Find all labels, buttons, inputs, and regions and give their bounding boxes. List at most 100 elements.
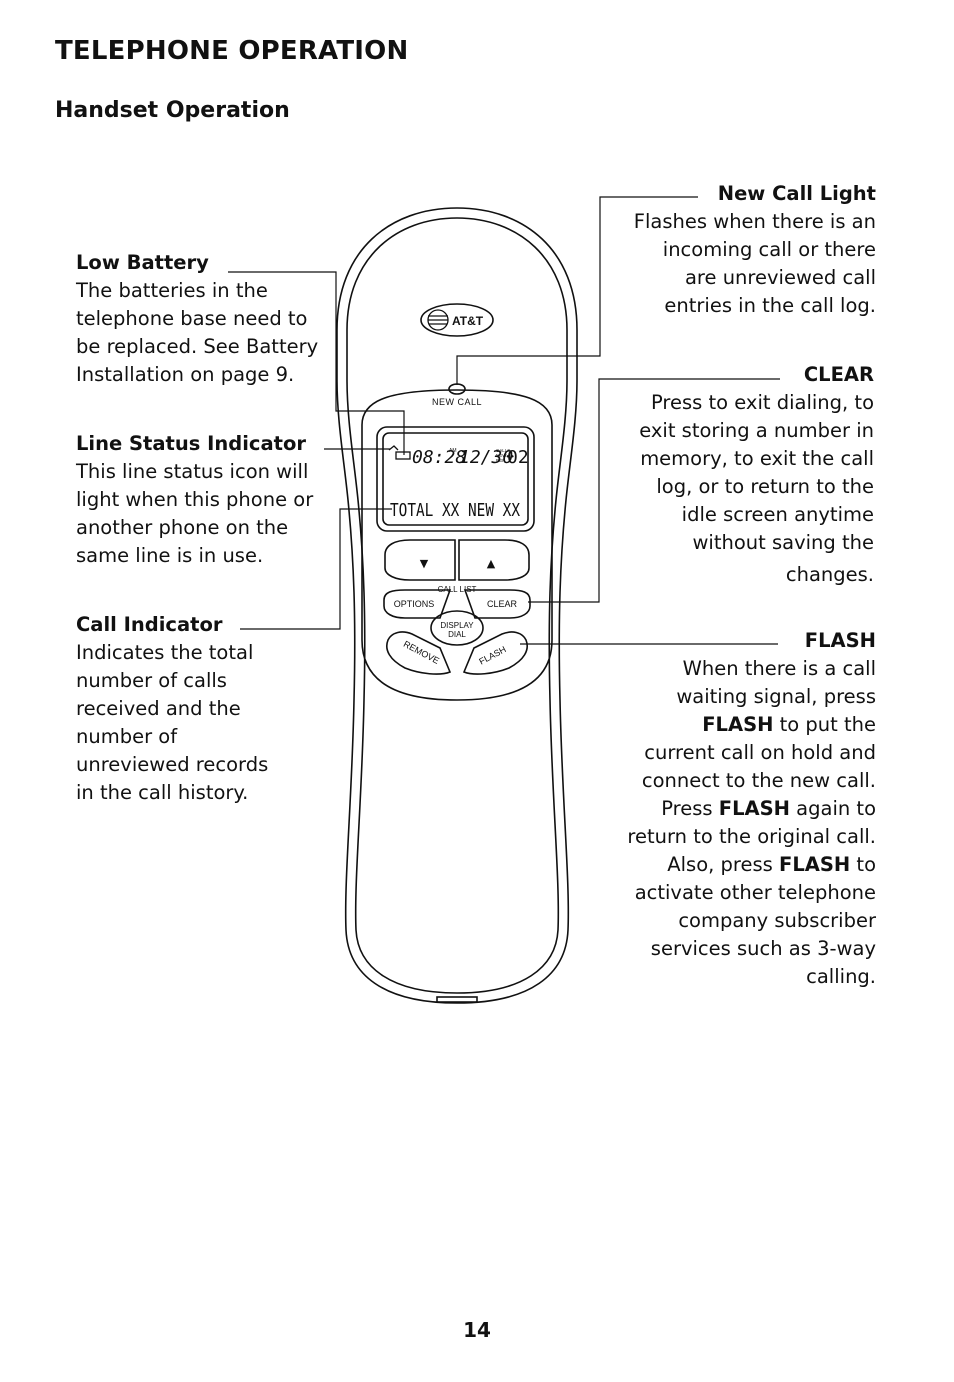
new-call-led: [448, 383, 466, 395]
callout-line: are unreviewed call: [684, 266, 876, 289]
lcd-call-mark-1: CALL#: [496, 448, 510, 453]
callout-title: CLEAR: [803, 363, 874, 386]
callout-title: New Call Light: [717, 182, 876, 205]
att-logo-outline: [420, 303, 494, 337]
callout-line: exit storing a number in: [639, 419, 874, 442]
flash-label: FLASH: [477, 644, 507, 666]
lcd-call-number: 02: [507, 447, 529, 468]
callout-call-indicator: Call Indicator Indicates the total numbe…: [76, 611, 268, 807]
callout-line: without saving the: [692, 531, 874, 554]
callout-title: Low Battery: [76, 251, 209, 274]
callout-line: another phone on the: [76, 516, 289, 539]
page-number: 14: [463, 1318, 491, 1342]
callout-line: received and the: [76, 697, 241, 720]
callout-flash: FLASH When there is a call waiting signa…: [556, 627, 876, 991]
callout-line: number of calls: [76, 669, 227, 692]
callout-line: activate other telephone: [634, 881, 876, 904]
lcd-screen: [376, 426, 535, 532]
call-list-label: CALL LIST: [438, 585, 477, 594]
callout-low-battery: Low Battery The batteries in the telepho…: [76, 249, 318, 389]
callout-line: connect to the new call.: [641, 769, 876, 792]
remove-label: REMOVE: [402, 639, 441, 666]
att-globe: [427, 309, 449, 331]
lcd-date: 12/30: [459, 447, 513, 468]
callout-title: FLASH: [804, 629, 876, 652]
callout-line: calling.: [806, 965, 876, 988]
display-dial-label-2: DIAL: [448, 630, 466, 639]
flash-button-outline: [462, 631, 528, 675]
callout-line: light when this phone or: [76, 488, 314, 511]
bottom-slot: [436, 996, 478, 1003]
callout-text: to put the: [773, 713, 876, 736]
callout-line: Press FLASH again to: [556, 795, 876, 823]
callout-line: FLASH to put the: [556, 711, 876, 739]
callout-line: log, or to return to the: [656, 475, 874, 498]
callout-line: This line status icon will: [76, 460, 309, 483]
callout-new-call-light: New Call Light Flashes when there is an …: [576, 180, 876, 320]
callout-line: Also, press FLASH to: [556, 851, 876, 879]
callout-line: waiting signal, press: [676, 685, 876, 708]
new-call-label: NEW CALL: [432, 397, 482, 407]
handset-outer-body: [336, 207, 578, 1004]
options-button-outline: [383, 589, 452, 619]
remove-button-outline: [386, 631, 452, 675]
callout-line: number of: [76, 725, 178, 748]
callout-line: changes.: [785, 563, 874, 586]
att-brand: AT&T: [452, 314, 484, 328]
lcd-line2: TOTAL XX NEW XX: [390, 500, 520, 521]
callout-line: memory, to exit the call: [640, 447, 874, 470]
callout-line: Installation on page 9.: [76, 363, 295, 386]
callout-line: incoming call or there: [662, 238, 876, 261]
callout-line-status: Line Status Indicator This line status i…: [76, 430, 313, 570]
callout-title: Line Status Indicator: [76, 432, 306, 455]
callout-line: be replaced. See Battery: [76, 335, 319, 358]
lcd-call-mark-2: NEW: [496, 453, 507, 458]
leader-clear: [528, 378, 780, 603]
callout-line: company subscriber: [678, 909, 876, 932]
leader-new-call: [456, 196, 698, 385]
display-dial-label-1: DISPLAY: [440, 621, 474, 630]
up-button-outline: [458, 539, 530, 581]
display-dial-outline: [430, 610, 484, 646]
down-button-outline: [384, 539, 456, 581]
clear-button-outline: [463, 589, 531, 619]
callout-line: current call on hold and: [644, 741, 876, 764]
flash-keyword: FLASH: [702, 713, 774, 736]
down-arrow-icon: ▼: [420, 557, 429, 570]
up-arrow-icon: ▲: [487, 557, 496, 570]
callout-text: again to: [789, 797, 876, 820]
callout-line: idle screen anytime: [681, 503, 874, 526]
callout-line: unreviewed records: [76, 753, 269, 776]
callout-text: Also, press: [667, 853, 780, 876]
flash-keyword: FLASH: [718, 797, 790, 820]
lcd-inner: [382, 432, 529, 526]
callout-line: Flashes when there is an: [633, 210, 876, 233]
callout-line: The batteries in the: [76, 279, 268, 302]
callout-line: services such as 3-way: [650, 937, 876, 960]
lcd-am: AM: [449, 448, 457, 454]
callout-line: return to the original call.: [627, 825, 876, 848]
callout-line: When there is a call: [682, 657, 876, 680]
options-label: OPTIONS: [394, 599, 435, 609]
callout-line: telephone base need to: [76, 307, 308, 330]
callout-line: entries in the call log.: [664, 294, 876, 317]
flash-keyword: FLASH: [779, 853, 851, 876]
callout-line: same line is in use.: [76, 544, 264, 567]
keypad-panel: [361, 389, 553, 701]
lcd-time: 08:28: [412, 447, 466, 468]
callout-text: to: [850, 853, 876, 876]
line-status-icon: [388, 445, 411, 460]
leader-low-battery: [228, 271, 405, 455]
leader-call-indicator: [240, 508, 392, 630]
callout-line: in the call history.: [76, 781, 249, 804]
section-subheading: Handset Operation: [55, 98, 290, 123]
callout-title: Call Indicator: [76, 613, 223, 636]
callout-text: Press: [661, 797, 719, 820]
page-heading: TELEPHONE OPERATION: [55, 36, 409, 66]
lcd-call-mark-3: REP: [496, 458, 505, 463]
callout-clear: CLEAR Press to exit dialing, to exit sto…: [574, 361, 874, 589]
callout-line: Indicates the total: [76, 641, 254, 664]
callout-line: Press to exit dialing, to: [650, 391, 874, 414]
handset-inner-body: [346, 217, 568, 994]
